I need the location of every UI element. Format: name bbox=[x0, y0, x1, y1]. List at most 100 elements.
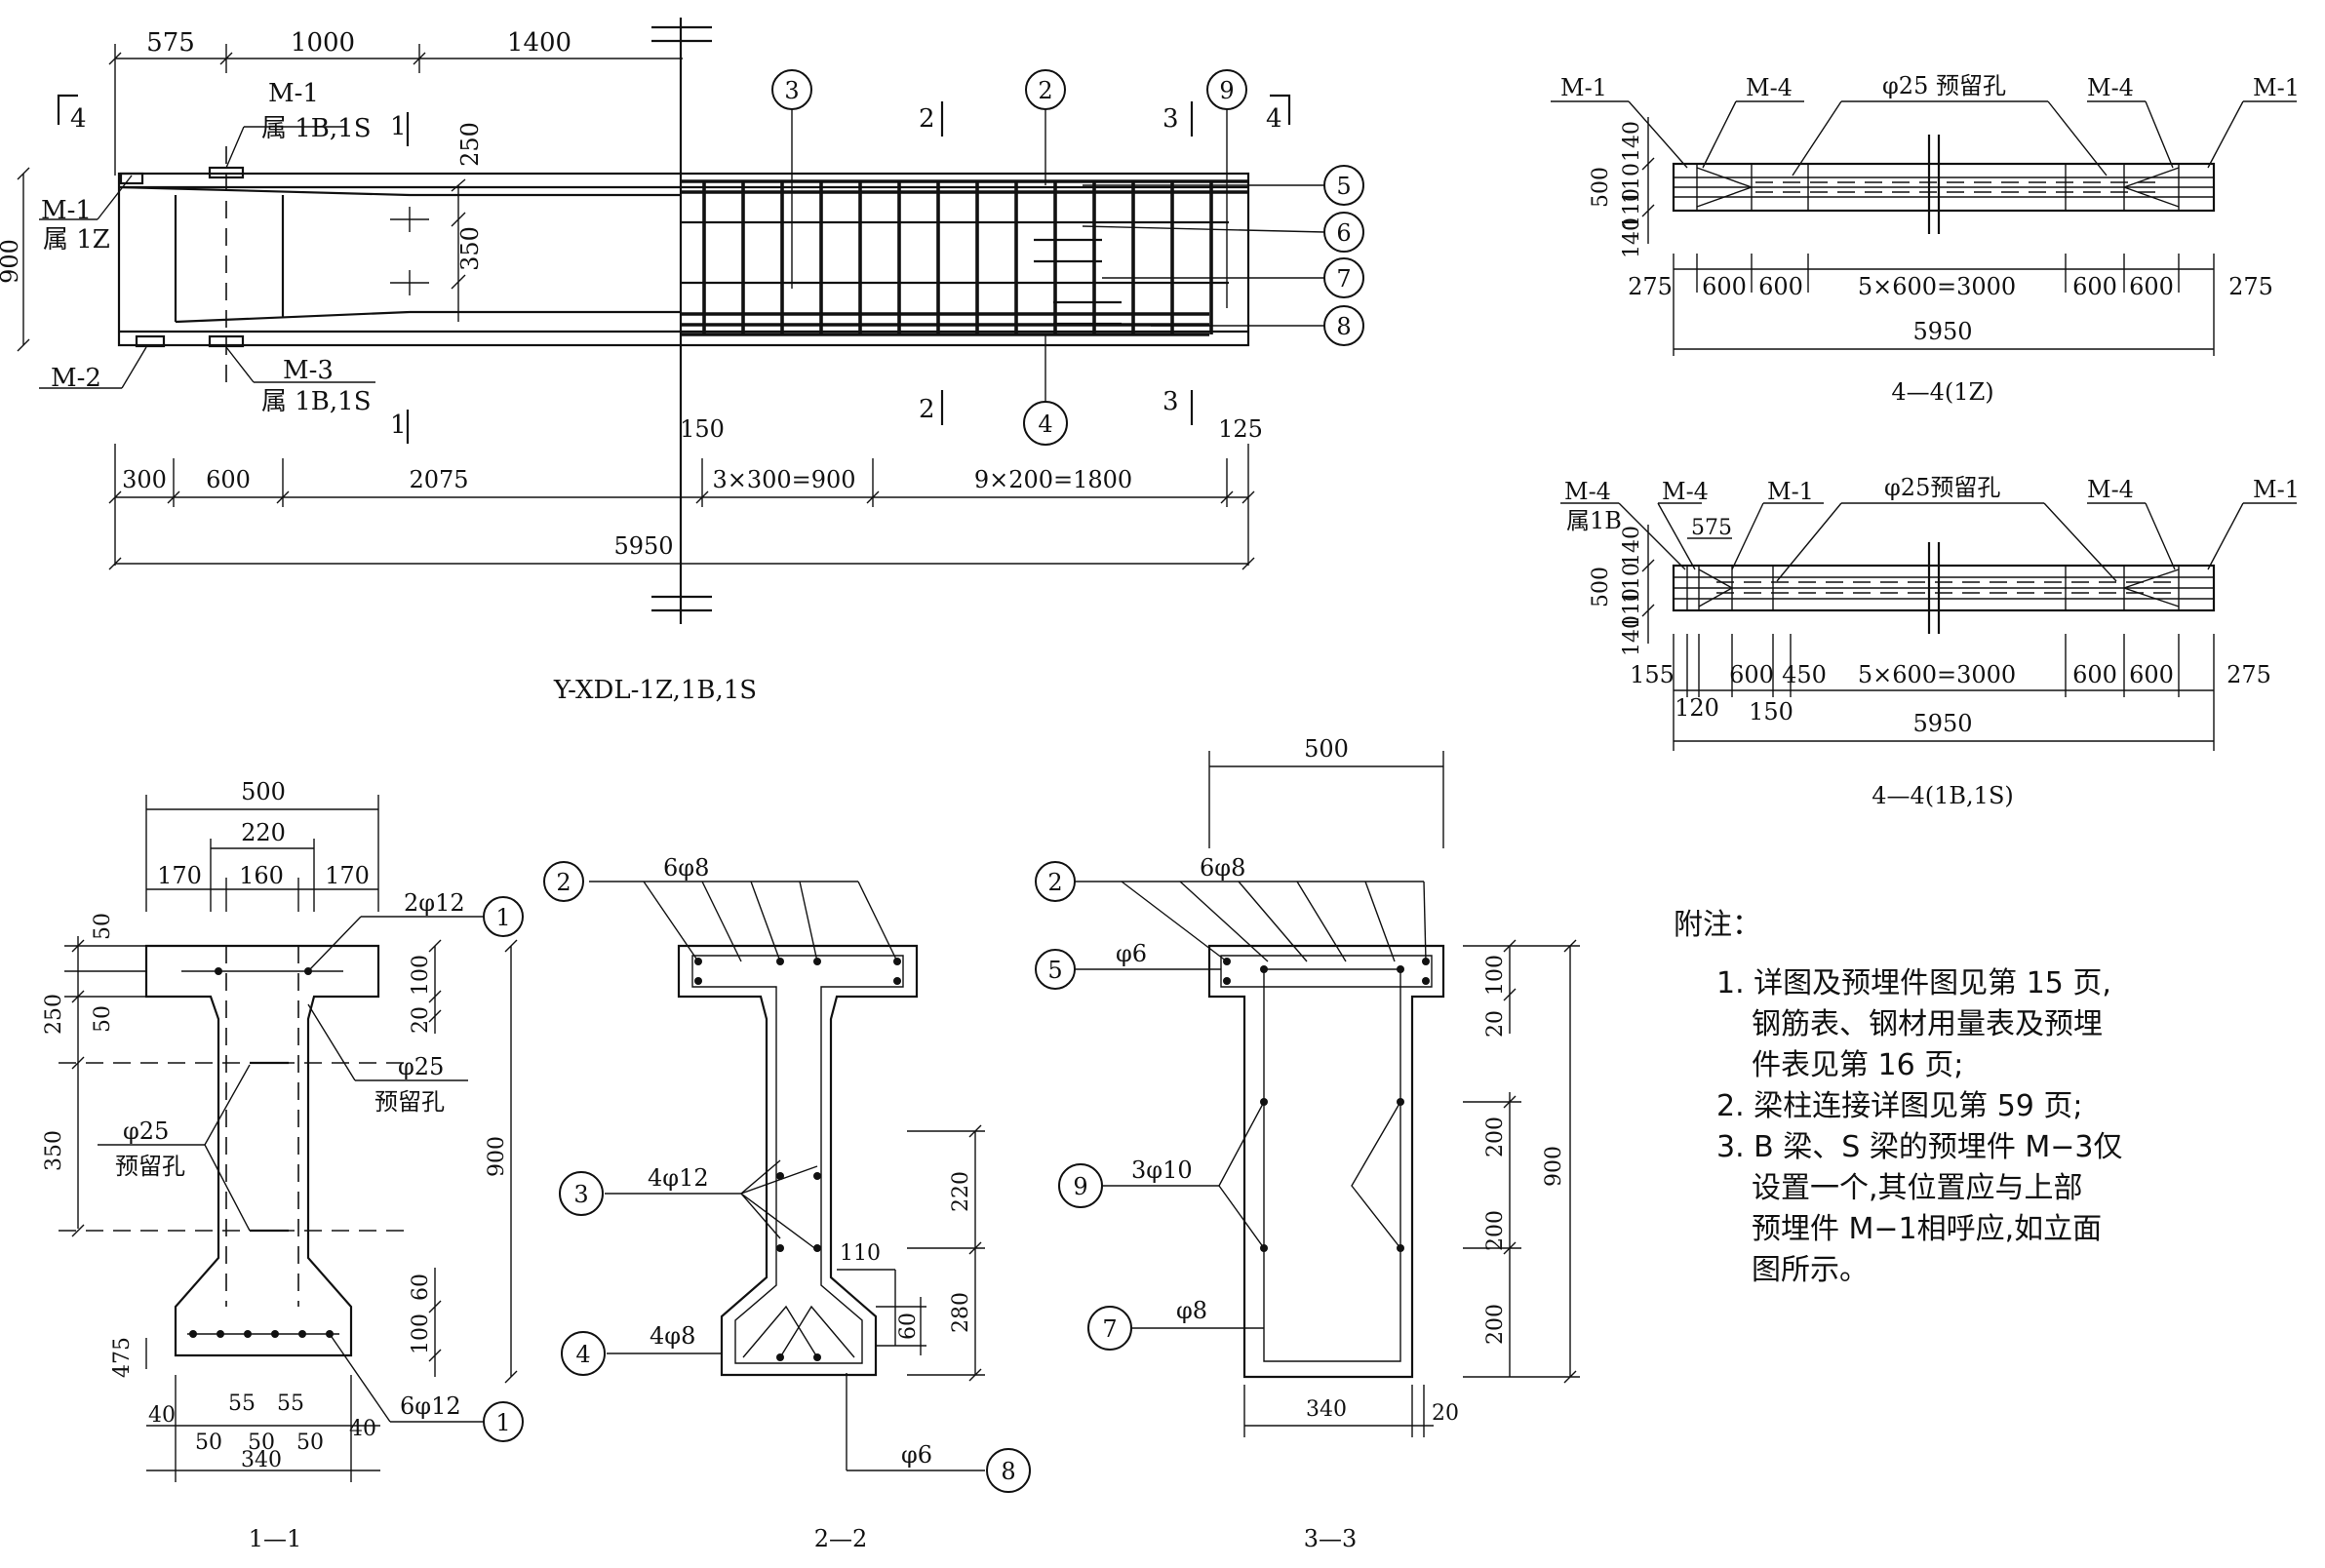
dim-600a-1b: 600 bbox=[1729, 661, 1774, 688]
section-22: 6φ8 2 4φ12 3 4φ8 4 φ6 8 220 280 110 60 2… bbox=[543, 854, 1031, 1552]
vdim-900-11: 900 bbox=[485, 1136, 509, 1177]
bubble-2-elev: 2 bbox=[1038, 77, 1052, 104]
bubble-3-elev: 3 bbox=[784, 77, 799, 104]
dim-120-1b: 120 bbox=[1675, 694, 1719, 722]
dim-55b-11: 55 bbox=[277, 1392, 304, 1416]
label-phi6-22: φ6 bbox=[901, 1441, 932, 1469]
section-mark-2-top: 2 bbox=[919, 104, 935, 134]
label-m1-1b-right: M-1 bbox=[2253, 476, 2300, 503]
vdim-100b-11: 100 bbox=[409, 1313, 433, 1354]
label-6phi8-33: 6φ8 bbox=[1200, 854, 1245, 882]
section-mark-3-top: 3 bbox=[1162, 104, 1179, 134]
label-phi8-33: φ8 bbox=[1176, 1297, 1207, 1324]
dim-3x300: 3×300=900 bbox=[712, 466, 855, 493]
dim-125: 125 bbox=[1218, 415, 1263, 443]
vdim-475-11: 475 bbox=[110, 1337, 135, 1378]
bubble-2-33: 2 bbox=[1047, 869, 1062, 896]
dim-450-1b: 450 bbox=[1782, 661, 1827, 688]
dim-3000-1z: 5×600=3000 bbox=[1858, 273, 2016, 300]
bubble-7-33: 7 bbox=[1102, 1315, 1117, 1343]
notes-line-6: 设置一个,其位置应与上部 bbox=[1752, 1171, 2083, 1205]
notes-line-5: 3. B 梁、S 梁的预埋件 M−3仅 bbox=[1716, 1130, 2123, 1164]
dim-600c-1b: 600 bbox=[2072, 661, 2117, 688]
vdim-110a-1b: 110 bbox=[1620, 563, 1644, 604]
dim-600c-1z: 600 bbox=[2072, 273, 2117, 300]
dim-340-11: 340 bbox=[241, 1448, 282, 1472]
label-m4-1b-a-sub: 属1B bbox=[1566, 507, 1622, 534]
section-mark-4-left: 4 bbox=[70, 104, 87, 134]
vdim-110b-1z: 110 bbox=[1620, 188, 1644, 229]
vdim-110a-1z: 110 bbox=[1620, 163, 1644, 204]
dim-160-11: 160 bbox=[239, 862, 284, 889]
section-44-1z: M-1 M-4 φ25 预留孔 M-4 M-1 140 500 110 110 … bbox=[1551, 72, 2300, 406]
dim-500-11: 500 bbox=[241, 778, 286, 805]
bubble-7-elev: 7 bbox=[1336, 265, 1351, 293]
section-mark-3-bot: 3 bbox=[1162, 387, 1179, 416]
label-4phi12-22: 4φ12 bbox=[648, 1164, 709, 1192]
elevation-title: Y-XDL-1Z,1B,1S bbox=[553, 676, 757, 705]
dim-575-1b: 575 bbox=[1691, 516, 1732, 540]
vdim-100-33: 100 bbox=[1483, 955, 1508, 996]
dim-40b-11: 40 bbox=[349, 1417, 376, 1441]
dim-275-1z-left: 275 bbox=[1628, 273, 1673, 300]
vdim-500-1b: 500 bbox=[1589, 567, 1613, 608]
bubble-5-elev: 5 bbox=[1336, 173, 1351, 200]
vdim-200a-33: 200 bbox=[1483, 1117, 1508, 1157]
dim-600b-1z: 600 bbox=[1758, 273, 1803, 300]
dim-575: 575 bbox=[146, 28, 195, 58]
bubble-9-33: 9 bbox=[1073, 1173, 1087, 1200]
label-m4-1b-b: M-4 bbox=[1662, 478, 1709, 505]
title-22: 2—2 bbox=[814, 1525, 868, 1552]
notes-line-8: 图所示。 bbox=[1752, 1253, 1869, 1287]
label-m1-top: M-1 bbox=[268, 79, 319, 108]
bubble-4-elev: 4 bbox=[1038, 411, 1052, 438]
dim-220-11: 220 bbox=[241, 819, 286, 846]
label-m4-1z-right: M-4 bbox=[2087, 74, 2134, 101]
notes-line-1: 1. 详图及预埋件图见第 15 页, bbox=[1716, 966, 2111, 1000]
rebar-grid bbox=[681, 179, 1248, 336]
dim-350: 350 bbox=[456, 226, 484, 271]
notes-line-7: 预埋件 M−1相呼应,如立面 bbox=[1752, 1212, 2102, 1246]
vdim-60-11: 60 bbox=[409, 1274, 433, 1301]
notes-line-4: 2. 梁柱连接详图见第 59 页; bbox=[1716, 1089, 2083, 1123]
notes-line-3: 件表见第 16 页; bbox=[1752, 1048, 1963, 1082]
dim-150-1b: 150 bbox=[1749, 698, 1793, 725]
dim-50a-11: 50 bbox=[195, 1431, 222, 1455]
section-33: 500 6φ8 2 φ6 5 3φ10 9 φ8 7 900 100 20 bbox=[1035, 735, 1580, 1552]
label-m2: M-2 bbox=[51, 364, 101, 393]
elevation-view: 575 1000 1400 250 350 900 bbox=[0, 18, 1364, 705]
vdim-140-1b-top: 140 bbox=[1620, 526, 1644, 567]
label-3phi10-33: 3φ10 bbox=[1131, 1156, 1193, 1184]
label-m1-side-sub: 属 1Z bbox=[43, 225, 110, 255]
label-2phi12: 2φ12 bbox=[404, 889, 465, 917]
dim-1400: 1400 bbox=[507, 28, 571, 58]
bubble-8-elev: 8 bbox=[1336, 313, 1351, 340]
section-mark-1-bot: 1 bbox=[390, 411, 407, 440]
vdim-250-11: 250 bbox=[42, 994, 66, 1035]
dim-500-33: 500 bbox=[1304, 735, 1349, 763]
vdim-20-33: 20 bbox=[1483, 1010, 1508, 1038]
vdim-280-22: 280 bbox=[949, 1292, 973, 1333]
label-m1-1z-right: M-1 bbox=[2253, 74, 2300, 101]
notes-block: 附注： 1. 详图及预埋件图见第 15 页, 钢筋表、钢材用量表及预埋 件表见第… bbox=[1674, 908, 2123, 1287]
title-44-1b: 4—4(1B,1S) bbox=[1872, 782, 2014, 809]
vdim-350-11: 350 bbox=[42, 1130, 66, 1171]
bubble-1-bot: 1 bbox=[495, 1409, 510, 1436]
bubble-8-22: 8 bbox=[1001, 1458, 1015, 1485]
bubble-5-33: 5 bbox=[1047, 957, 1062, 984]
vdim-110b-1b: 110 bbox=[1620, 588, 1644, 629]
dim-170a-11: 170 bbox=[157, 862, 202, 889]
dim-600a-1z: 600 bbox=[1702, 273, 1747, 300]
vdim-220-22: 220 bbox=[949, 1171, 973, 1212]
label-m4-1z-left: M-4 bbox=[1746, 74, 1793, 101]
section-mark-2-bot: 2 bbox=[919, 395, 935, 424]
vdim-900-33: 900 bbox=[1542, 1146, 1566, 1187]
label-m4-1b-right: M-4 bbox=[2087, 476, 2134, 503]
label-hole-1z: φ25 预留孔 bbox=[1882, 72, 2006, 99]
dim-110-22: 110 bbox=[840, 1241, 881, 1266]
label-m1-1b-left: M-1 bbox=[1767, 478, 1814, 505]
bubble-3-22: 3 bbox=[573, 1181, 588, 1208]
dim-170b-11: 170 bbox=[325, 862, 370, 889]
vdim-140-1z-top: 140 bbox=[1620, 121, 1644, 162]
section-mark-1-top: 1 bbox=[390, 112, 407, 141]
